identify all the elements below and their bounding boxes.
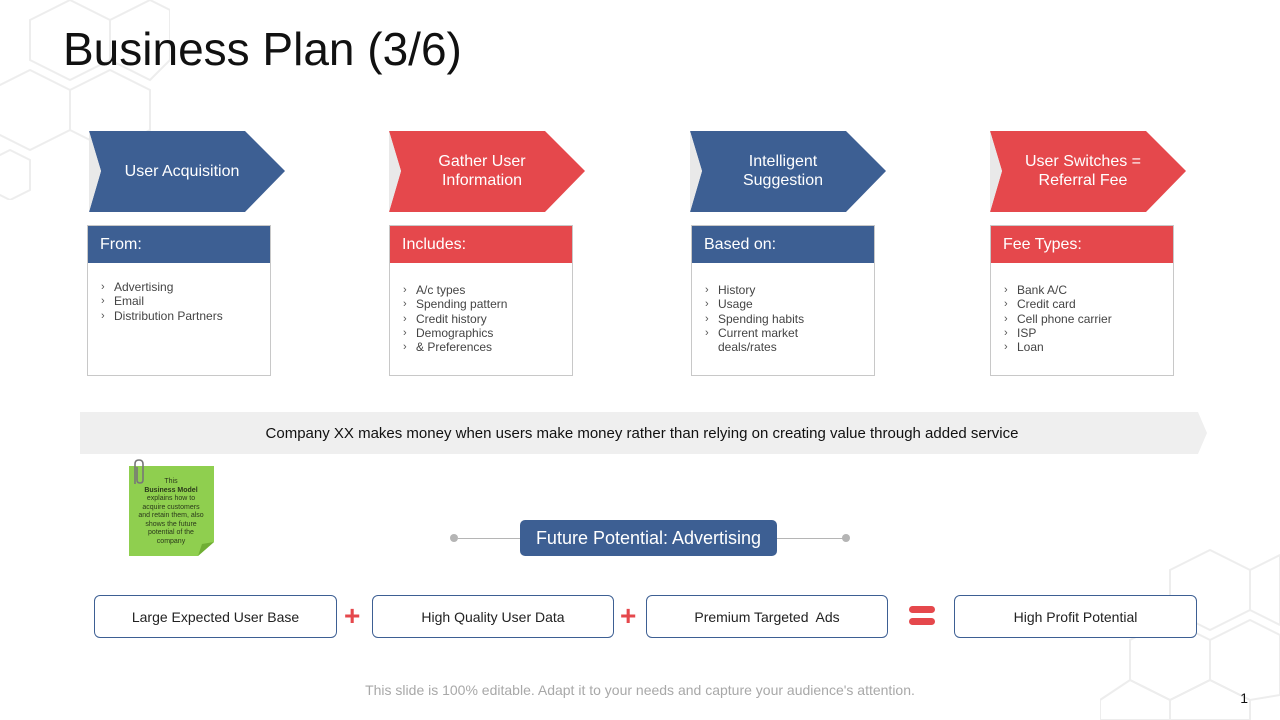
step-label: Intelligent Suggestion — [742, 153, 824, 189]
banner-text: Company XX makes money when users make m… — [265, 424, 1019, 442]
list-item: ›Bank A/C — [1004, 283, 1068, 297]
list-item: ›Spending pattern — [403, 297, 508, 312]
list-item: ›Distribution Partners — [101, 308, 223, 323]
connector-line-right — [777, 538, 843, 539]
list-item: ›Usage — [705, 297, 753, 312]
slide-title: Business Plan (3/6) — [63, 23, 462, 75]
chevron-right-icon: › — [1004, 341, 1008, 354]
connector-line-left — [458, 538, 520, 539]
chevron-arrow-shape — [89, 131, 285, 212]
plus-icon: + — [620, 600, 637, 631]
card-includes: Includes: ›A/c types ›Spending pattern ›… — [389, 225, 573, 376]
connector-dot-right — [842, 534, 850, 542]
step-label: Gather User Information — [438, 153, 526, 189]
chevron-arrow-shape — [690, 131, 886, 212]
card-list: ›Advertising ›Email ›Distribution Partne… — [88, 280, 270, 323]
chevron-right-icon: › — [403, 298, 407, 311]
equals-icon — [909, 606, 935, 630]
list-item: ›History — [705, 283, 756, 297]
chevron-right-icon: › — [1004, 298, 1008, 311]
card-fee-types: Fee Types: ›Bank A/C ›Credit card ›Cell … — [990, 225, 1174, 376]
list-item: ›Loan — [1004, 340, 1044, 355]
sticky-note-shape — [129, 466, 214, 556]
step-arrow-intelligent-suggestion: Intelligent Suggestion — [690, 131, 886, 213]
chevron-right-icon: › — [403, 284, 407, 296]
list-item: ›Credit card — [1004, 297, 1076, 312]
future-potential-label: Future Potential: Advertising — [520, 520, 777, 556]
card-list: ›A/c types ›Spending pattern ›Credit his… — [390, 283, 572, 354]
list-item: ›ISP — [1004, 325, 1037, 340]
banner-arrow-shape — [80, 412, 1207, 454]
chevron-arrow-shape — [389, 131, 585, 212]
connector-dot-left — [450, 534, 458, 542]
list-item: ›A/c types — [403, 283, 466, 297]
step-arrow-gather-user-information: Gather User Information — [389, 131, 585, 213]
list-item: ›Demographics — [403, 325, 494, 340]
card-list: ›Bank A/C ›Credit card ›Cell phone carri… — [991, 283, 1173, 354]
chevron-right-icon: › — [1004, 326, 1008, 339]
step-arrow-user-acquisition: User Acquisition — [89, 131, 285, 213]
page-number: 1 — [1240, 690, 1248, 706]
term-high-quality-user-data: High Quality User Data — [372, 595, 614, 638]
chevron-right-icon: › — [403, 341, 407, 354]
chevron-right-icon: › — [403, 312, 407, 325]
card-heading: Includes: — [390, 226, 572, 263]
term-premium-targeted-ads: Premium Targeted Ads — [646, 595, 888, 638]
chevron-right-icon: › — [101, 295, 105, 308]
list-item: ›& Preferences — [403, 340, 493, 355]
plus-icon: + — [344, 600, 361, 631]
chevron-right-icon: › — [1004, 312, 1008, 325]
chevron-right-icon: › — [705, 312, 709, 325]
card-list: ›History ›Usage ›Spending habits ›Curren… — [692, 283, 874, 354]
card-from: From: ›Advertising ›Email ›Distribution … — [87, 225, 271, 376]
chevron-right-icon: › — [1004, 284, 1008, 296]
card-heading: From: — [88, 226, 270, 263]
list-item: ›Credit history — [403, 311, 487, 326]
card-heading: Based on: — [692, 226, 874, 263]
list-item: ›Advertising — [101, 280, 174, 294]
result-high-profit-potential: High Profit Potential — [954, 595, 1197, 638]
step-label: User Switches = Referral Fee — [1024, 153, 1142, 189]
chevron-right-icon: › — [101, 281, 105, 293]
chevron-arrow-shape — [990, 131, 1186, 212]
card-heading: Fee Types: — [991, 226, 1173, 263]
list-item: ›Spending habits — [705, 311, 805, 326]
card-based-on: Based on: ›History ›Usage ›Spending habi… — [691, 225, 875, 376]
list-item: ›Current market deals/rates — [705, 325, 799, 355]
paperclip-icon — [134, 459, 144, 484]
chevron-right-icon: › — [705, 298, 709, 311]
chevron-right-icon: › — [705, 326, 709, 339]
term-large-expected-user-base: Large Expected User Base — [94, 595, 337, 638]
list-item: ›Cell phone carrier — [1004, 311, 1112, 326]
footer-note: This slide is 100% editable. Adapt it to… — [365, 682, 915, 698]
chevron-right-icon: › — [705, 284, 709, 296]
chevron-right-icon: › — [101, 309, 105, 322]
chevron-right-icon: › — [403, 326, 407, 339]
step-arrow-user-switches: User Switches = Referral Fee — [990, 131, 1186, 213]
revenue-banner: Company XX makes money when users make m… — [80, 412, 1208, 454]
list-item: ›Email — [101, 294, 145, 309]
step-label: User Acquisition — [124, 162, 240, 180]
